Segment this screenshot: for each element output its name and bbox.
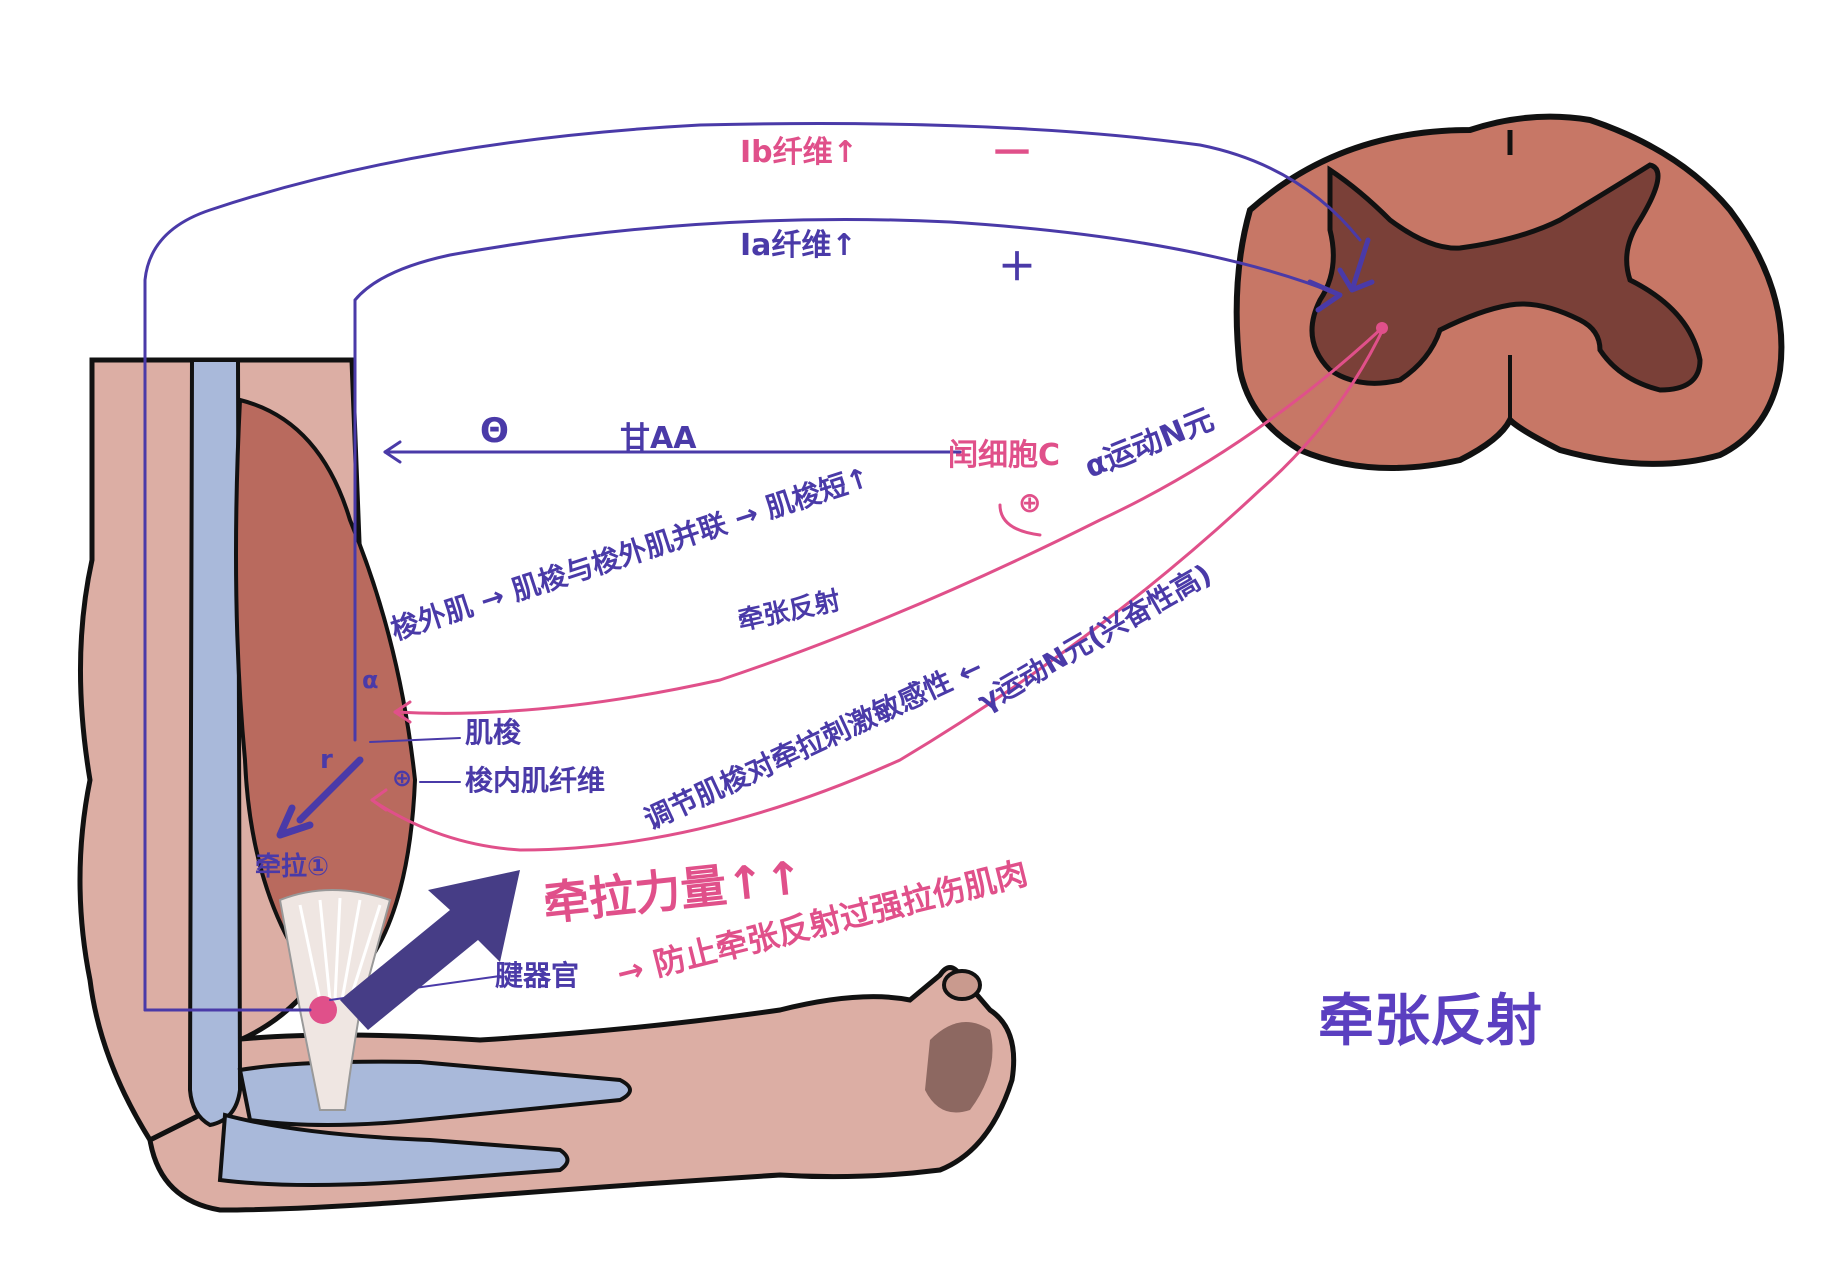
gamma-motor-label: γ运动N元(兴奋性高) xyxy=(972,557,1217,718)
regulation-label: 调节肌梭对牵拉刺激敏感性 ← xyxy=(639,650,988,836)
fiber-1a-sign: ＋ xyxy=(998,245,1036,289)
muscle-spindle-label: 肌梭 xyxy=(465,716,522,749)
alpha-motor-label: α运动N元 xyxy=(1080,402,1219,485)
hand-shadow xyxy=(925,1022,993,1113)
gamma-arrow xyxy=(296,756,364,824)
fiber-1b-label: Ⅰb纤维↑ xyxy=(740,135,858,170)
gamma-motor-arrowhead xyxy=(370,788,388,812)
humerus-bone xyxy=(187,358,243,1128)
diagram-title: 牵张反射 xyxy=(1318,989,1542,1054)
alpha-label: α xyxy=(362,666,379,694)
spinal-cord-gray-matter xyxy=(1309,162,1703,393)
spinal-cord xyxy=(1233,113,1785,471)
gamma-motor-path xyxy=(370,323,1387,852)
theta-label: Θ xyxy=(480,411,509,451)
fiber-1a-label: Ⅰa纤维↑ xyxy=(740,228,857,263)
fiber-1a-path xyxy=(353,217,1342,742)
tendon-organ-dot xyxy=(309,996,337,1024)
fiber-1b-arrowhead xyxy=(1337,237,1375,293)
fiber-1b-sign: － xyxy=(990,128,1034,179)
interneuron-label: 闰细胞C xyxy=(948,438,1060,473)
biceps-muscle xyxy=(234,397,418,962)
tendon-force-arrow xyxy=(340,870,520,1030)
interneuron-curve xyxy=(998,503,1042,537)
tendon-fibers xyxy=(298,897,382,1001)
spindle-leader xyxy=(369,737,461,743)
stretch-reflex-small-label: 牵张反射 xyxy=(735,586,843,637)
inhibitory-arrowhead xyxy=(383,440,402,464)
fiber-1b-path xyxy=(143,122,1362,1012)
gamma-arrowhead xyxy=(276,804,314,839)
fiber-1a-arrowhead xyxy=(1307,279,1343,313)
gaba-label: 甘AA xyxy=(620,421,697,456)
tendon-organ-label: 腱器官 xyxy=(495,959,579,992)
pathways xyxy=(143,122,1387,1012)
alpha-motor-arrowhead xyxy=(393,700,412,724)
alpha-motor-path xyxy=(393,326,1384,715)
pull-label: 牵拉① xyxy=(255,851,329,882)
arm-illustration xyxy=(77,357,1017,1213)
finger-tip xyxy=(942,969,982,1001)
ulna-bone xyxy=(217,1112,570,1187)
plus-circle-label: ⊕ xyxy=(1018,486,1041,519)
gamma-label: r xyxy=(320,745,333,775)
plus-small-label: ⊕ xyxy=(392,764,412,792)
intrafusal-label: 梭内肌纤维 xyxy=(465,764,605,797)
